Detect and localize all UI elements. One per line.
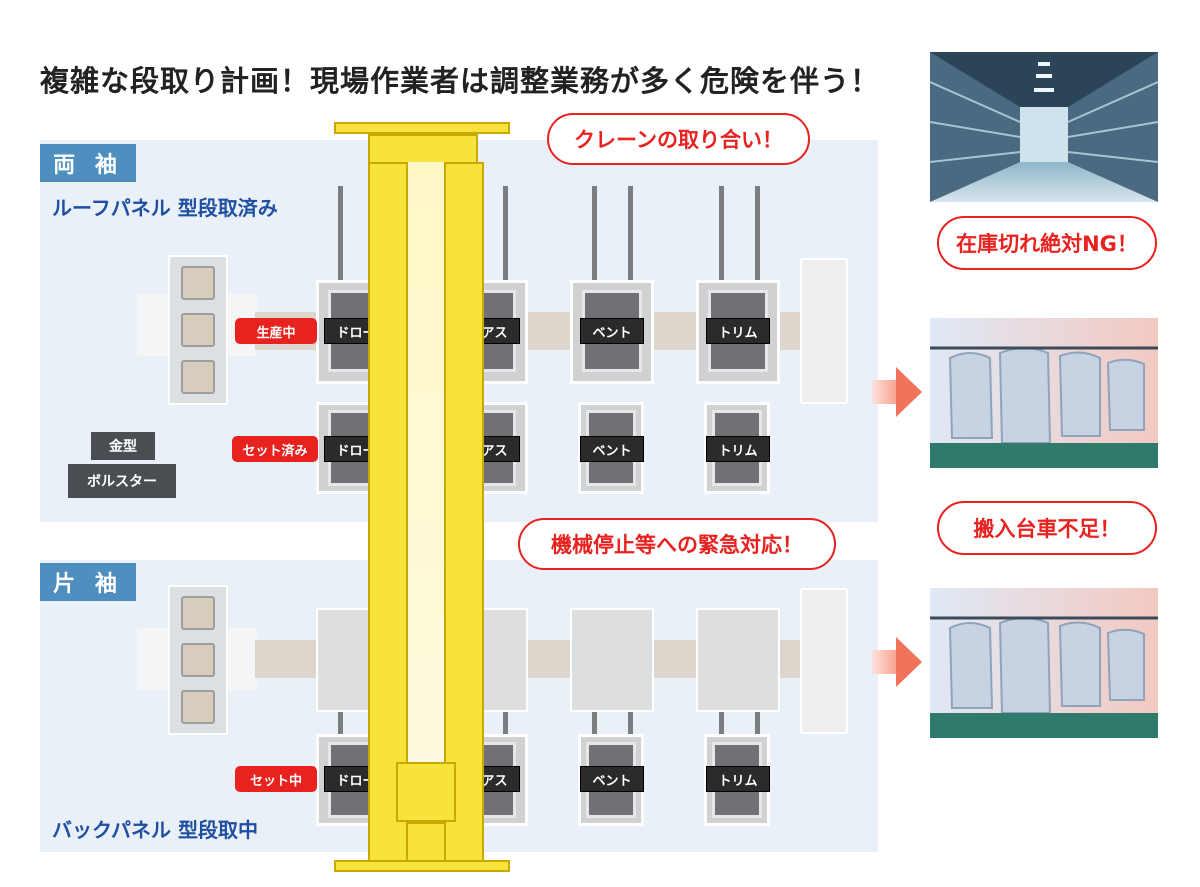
crane-left-rail xyxy=(368,162,408,862)
press-rod xyxy=(592,186,597,286)
die-slot xyxy=(181,313,215,347)
press-rod xyxy=(338,186,343,286)
crane-center-light xyxy=(408,162,444,862)
press-rod xyxy=(719,712,724,740)
page-title: 複雑な段取り計画！現場作業者は調整業務が多く危険を伴う！ xyxy=(40,64,881,98)
assembly-line-photo-top xyxy=(930,318,1158,468)
station-label-bent: ベント xyxy=(580,436,644,462)
station-label-bent: ベント xyxy=(580,318,644,344)
press-rod xyxy=(628,186,633,286)
press-rod xyxy=(338,712,343,740)
crane-top-beam xyxy=(334,122,510,134)
section-subtitle-roof-panel: ルーフパネル 型段取済み xyxy=(52,196,278,220)
output-arrow-bottom xyxy=(872,637,922,687)
die-slot xyxy=(181,643,215,677)
section-label-single: 片 袖 xyxy=(40,563,136,601)
legend-bolster: ボルスター xyxy=(68,464,176,498)
overhead-crane xyxy=(334,122,510,872)
legend-die: 金型 xyxy=(91,432,155,460)
press-rod xyxy=(719,186,724,286)
station-label-trim: トリム xyxy=(706,436,770,462)
press-rod xyxy=(755,186,760,286)
crane-right-rail xyxy=(444,162,484,862)
section-label-double: 両 袖 xyxy=(40,144,136,182)
output-arrow-top xyxy=(872,367,922,417)
press-rod xyxy=(592,712,597,740)
press-rod xyxy=(628,712,633,740)
station-label-trim: トリム xyxy=(706,766,770,792)
status-tag-producing: 生産中 xyxy=(235,318,317,344)
callout-emergency-response: 機械停止等への緊急対応！ xyxy=(518,518,836,570)
status-tag-set-done: セット済み xyxy=(232,436,318,462)
line-end-block xyxy=(800,588,848,734)
assembly-line-photo-bottom xyxy=(930,588,1158,738)
section-subtitle-back-panel: バックパネル 型段取中 xyxy=(52,818,258,842)
callout-stockout: 在庫切れ絶対NG！ xyxy=(937,216,1157,270)
empty-press xyxy=(570,608,654,712)
crane-hoist xyxy=(406,822,446,862)
press-rod xyxy=(503,712,508,740)
station-label-trim: トリム xyxy=(706,318,770,344)
die-slot xyxy=(181,266,215,300)
warehouse-photo xyxy=(930,52,1158,202)
crane-hook-assembly xyxy=(396,762,456,822)
die-slot xyxy=(181,360,215,394)
line-end-block xyxy=(800,258,848,404)
die-slot xyxy=(181,596,215,630)
die-slot xyxy=(181,690,215,724)
station-label-bent: ベント xyxy=(580,766,644,792)
empty-press xyxy=(696,608,780,712)
callout-crane-conflict: クレーンの取り合い！ xyxy=(547,113,810,165)
callout-cart-shortage: 搬入台車不足！ xyxy=(937,501,1157,555)
crane-bottom-beam xyxy=(334,860,510,872)
press-rod xyxy=(503,186,508,286)
press-rod xyxy=(755,712,760,740)
status-tag-setting: セット中 xyxy=(235,766,317,792)
